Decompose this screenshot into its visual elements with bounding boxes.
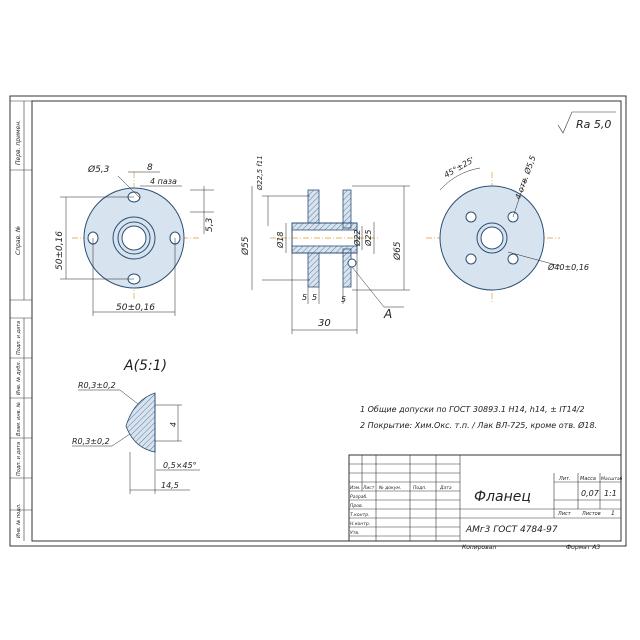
dim-r1: R0,3±0,2 xyxy=(78,381,116,390)
stamp-copied: Копировал xyxy=(462,544,496,551)
note-2: 2 Покрытие: Хим.Окс. т.п. / Лак ВЛ-725, … xyxy=(360,420,597,430)
side-label-1: Перв. примен. xyxy=(15,120,22,165)
dim-4-slots: 4 паза xyxy=(150,177,177,186)
back-view: 45°±25' 4 отв. Ø5,5 Ø40±0,16 xyxy=(426,154,589,304)
dim-angle: 45°±25' xyxy=(443,155,476,179)
side-label-4: Инв. № дубл. xyxy=(16,361,22,395)
col-lit: Лит. xyxy=(558,476,571,482)
dim-5b: 5 xyxy=(312,293,317,302)
dim-30: 30 xyxy=(318,318,331,329)
outer-frame xyxy=(9,95,627,547)
stamp-sheets-count: 1 xyxy=(611,510,615,517)
stamp-material: АМг3 ГОСТ 4784-97 xyxy=(465,525,558,535)
dim-5a: 5 xyxy=(302,293,307,302)
row-label-1: Изм. xyxy=(350,485,361,491)
side-label-6: Подп. и дата xyxy=(16,442,22,476)
col-scale: Масштаб xyxy=(601,476,623,482)
col-mass: Масса xyxy=(580,476,596,482)
dim-r2: R0,3±0,2 xyxy=(72,437,110,446)
dim-5c: 5 xyxy=(341,295,346,304)
dim-d225: Ø22,5 f11 xyxy=(256,155,264,191)
stamp-sheet: Лист xyxy=(557,511,572,517)
row-label-5: Дата xyxy=(439,485,452,491)
detail-a: A(5:1) 4 R0,3±0,2 R0,3±0,2 14,5 0,5×45° xyxy=(72,358,200,494)
dim-d25: Ø25 xyxy=(363,230,373,247)
side-column: Перв. примен. Справ. № Подп. и дата Инв.… xyxy=(10,100,32,541)
title-block: Изм. Лист № докум. Подп. Дата Разраб. Пр… xyxy=(348,454,623,551)
row-label-3: № докум. xyxy=(378,485,401,491)
detail-a-title: A(5:1) xyxy=(123,358,167,374)
dim-4: 4 xyxy=(169,422,178,427)
dim-v50: 50±0,16 xyxy=(55,231,65,270)
dim-d40: Ø40±0,16 xyxy=(547,262,589,272)
dim-d18: Ø18 xyxy=(275,232,285,249)
role-4: Н.контр. xyxy=(350,521,370,527)
inner-frame xyxy=(31,100,622,542)
dim-h50: 50±0,16 xyxy=(116,303,155,313)
dim-d22: Ø22 xyxy=(352,230,362,247)
section-flange-right xyxy=(342,189,352,229)
note-1: 1 Общие допуски по ГОСТ 30893.1 H14, h14… xyxy=(360,405,585,414)
dim-d55: Ø55 xyxy=(240,236,251,256)
roughness-value: Ra 5,0 xyxy=(576,118,611,131)
dim-chamfer: 0,5×45° xyxy=(163,461,197,470)
role-3: Т.контр. xyxy=(350,512,370,518)
section-flange-left xyxy=(307,189,320,229)
role-1: Разраб. xyxy=(350,494,368,500)
dim-d53: Ø5,3 xyxy=(87,164,110,175)
stamp-title: Фланец xyxy=(474,489,531,505)
hole-4 xyxy=(507,253,519,265)
hole-3 xyxy=(465,253,477,265)
roughness-symbol: Ra 5,0 xyxy=(557,111,616,134)
stamp-sheets: Листов xyxy=(581,511,601,517)
row-label-2: Лист xyxy=(362,485,375,491)
dim-h53: 5,3 xyxy=(205,217,215,232)
stamp-scale: 1:1 xyxy=(604,489,617,498)
side-label-5: Взам. инв. № xyxy=(16,402,22,436)
dim-d65: Ø65 xyxy=(392,241,403,261)
section-view: Ø22,5 f11 Ø55 Ø18 Ø22 Ø25 Ø65 5 5 5 30 A xyxy=(240,155,410,334)
section-flange-left-bottom xyxy=(307,248,320,288)
role-2: Пров. xyxy=(350,503,363,509)
side-label-2: Справ. № xyxy=(15,226,22,255)
stamp-mass: 0,07 xyxy=(581,489,600,498)
technical-notes: 1 Общие допуски по ГОСТ 30893.1 H14, h14… xyxy=(360,405,597,430)
side-label-7: Инв. № подл. xyxy=(16,504,22,539)
leader-a: A xyxy=(383,307,392,321)
dim-d145: 14,5 xyxy=(161,481,179,490)
stamp-format: Формат A3 xyxy=(566,544,600,551)
front-view: Ø5,3 8 4 паза 5,3 50±0,16 50±0,16 xyxy=(55,163,215,316)
dim-holes55: 4 отв. Ø5,5 xyxy=(512,154,537,201)
side-label-3: Подп. и дата xyxy=(16,321,22,355)
dim-8: 8 xyxy=(147,163,153,173)
section-flange-right-bottom xyxy=(342,248,352,288)
row-label-4: Подп. xyxy=(413,485,427,491)
role-5: Утв. xyxy=(350,530,359,536)
hole-1 xyxy=(465,211,477,223)
